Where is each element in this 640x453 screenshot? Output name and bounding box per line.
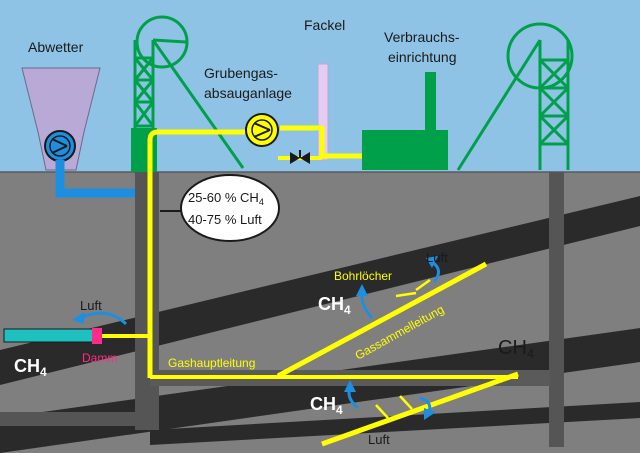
- ch4-percent-label: 25-60 % CH4: [188, 190, 264, 207]
- flare-label: Fackel: [304, 17, 345, 33]
- consumer-label-line2: einrichtung: [388, 49, 457, 65]
- arrow-head: [356, 284, 368, 296]
- drift-lower-left: [0, 412, 159, 426]
- air-label-left: Luft: [80, 298, 102, 313]
- gas-composition-callout: [180, 174, 280, 242]
- pump-icon: [44, 130, 76, 162]
- ch4-label-upper: CH4: [318, 294, 351, 317]
- collector-lower: [321, 371, 519, 447]
- air-percent-label: 40-75 % Luft: [188, 212, 262, 227]
- boreholes-label: Bohrlöcher: [334, 269, 392, 283]
- consumer-label-line1: Verbrauchs-: [384, 29, 460, 45]
- gas-main-pipe: [147, 125, 362, 378]
- flare-stack: [317, 63, 329, 161]
- boreholes-lower: [375, 395, 413, 419]
- coal-seam-lower: [0, 328, 640, 453]
- air-label-lower: Luft: [368, 432, 390, 447]
- ch4-label-left: CH4: [14, 356, 47, 379]
- extraction-pump-icon: [245, 113, 279, 147]
- ch4-label-right: CH4: [498, 337, 534, 361]
- curved-arrow-icon: [79, 311, 128, 326]
- wastewater-label: Abwetter: [28, 39, 84, 55]
- arrow-head: [344, 380, 356, 392]
- main-pipe-label: Gashauptleitung: [168, 356, 255, 370]
- boreholes-upper: [395, 278, 431, 298]
- arrow-head: [424, 408, 436, 420]
- consumer-chimney: [425, 72, 436, 132]
- extraction-label-line2: absauganlage: [204, 85, 292, 101]
- air-label-upper: Luft: [426, 250, 448, 265]
- ch4-label-lower: CH4: [310, 394, 343, 417]
- consumer-building: [362, 130, 448, 170]
- collector-upper: [276, 261, 488, 379]
- extraction-label-line1: Grubengas-: [204, 65, 278, 81]
- coal-seam-bottom: [150, 402, 640, 445]
- dam-pipe: [3, 328, 97, 343]
- headframe-right: [456, 22, 574, 171]
- water-pipe: [55, 160, 135, 198]
- dam-label: Damm: [82, 351, 117, 365]
- shaft-right: [549, 172, 564, 447]
- arrow-head: [426, 256, 438, 268]
- dam-plug: [92, 328, 102, 344]
- coal-seam-upper: [0, 196, 640, 385]
- arrow-head: [72, 312, 84, 324]
- waste-funnel: [21, 67, 101, 171]
- valve-icon: [290, 150, 310, 164]
- shaft-left: [135, 172, 159, 430]
